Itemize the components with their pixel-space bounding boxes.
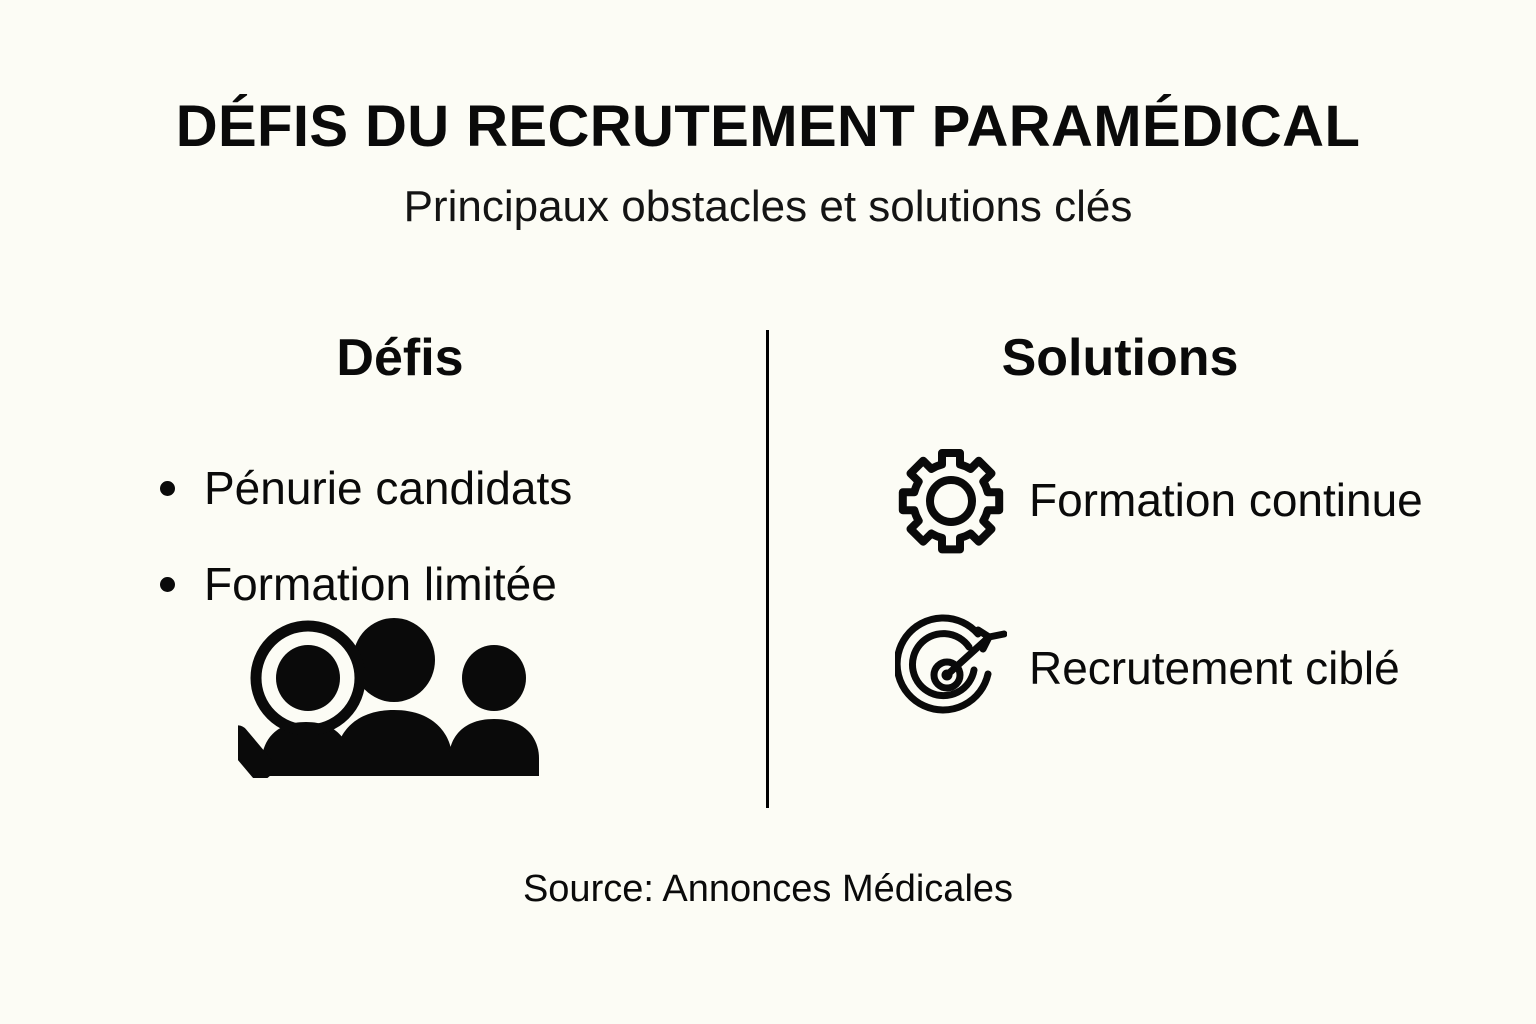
column-solutions: Solutions Formation continue [790, 329, 1490, 808]
defis-list: Pénurie candidats Formation limitée [60, 463, 750, 610]
target-arrow-icon [895, 613, 1007, 725]
defis-item-label: Formation limitée [204, 557, 557, 610]
column-heading-defis: Défis [336, 329, 464, 387]
page-title: DÉFIS DU RECRUTEMENT PARAMÉDICAL [175, 94, 1361, 159]
list-item: Recrutement ciblé [895, 613, 1490, 725]
page-subtitle: Principaux obstacles et solutions clés [403, 182, 1133, 232]
gear-icon [895, 445, 1007, 557]
source-note: Source: Annonces Médicales [522, 868, 1014, 910]
defis-item-label: Pénurie candidats [204, 462, 573, 515]
column-heading-solutions: Solutions [1001, 329, 1239, 387]
bullet-dot-icon [160, 576, 175, 592]
bullet-dot-icon [160, 481, 175, 497]
column-defis: Défis Pénurie candidats Formation limité… [60, 329, 750, 808]
people-search-icon [223, 618, 568, 781]
solution-item-label: Recrutement ciblé [1029, 642, 1400, 695]
list-item: Formation continue [895, 445, 1490, 557]
list-item: Formation limitée [160, 557, 750, 611]
list-item: Pénurie candidats [160, 463, 750, 515]
solution-item-label: Formation continue [1029, 474, 1423, 527]
column-divider [766, 330, 769, 808]
header: DÉFIS DU RECRUTEMENT PARAMÉDICAL Princip… [0, 96, 1536, 232]
columns-section: Défis Pénurie candidats Formation limité… [0, 329, 1536, 810]
solutions-list: Formation continue [790, 445, 1490, 725]
